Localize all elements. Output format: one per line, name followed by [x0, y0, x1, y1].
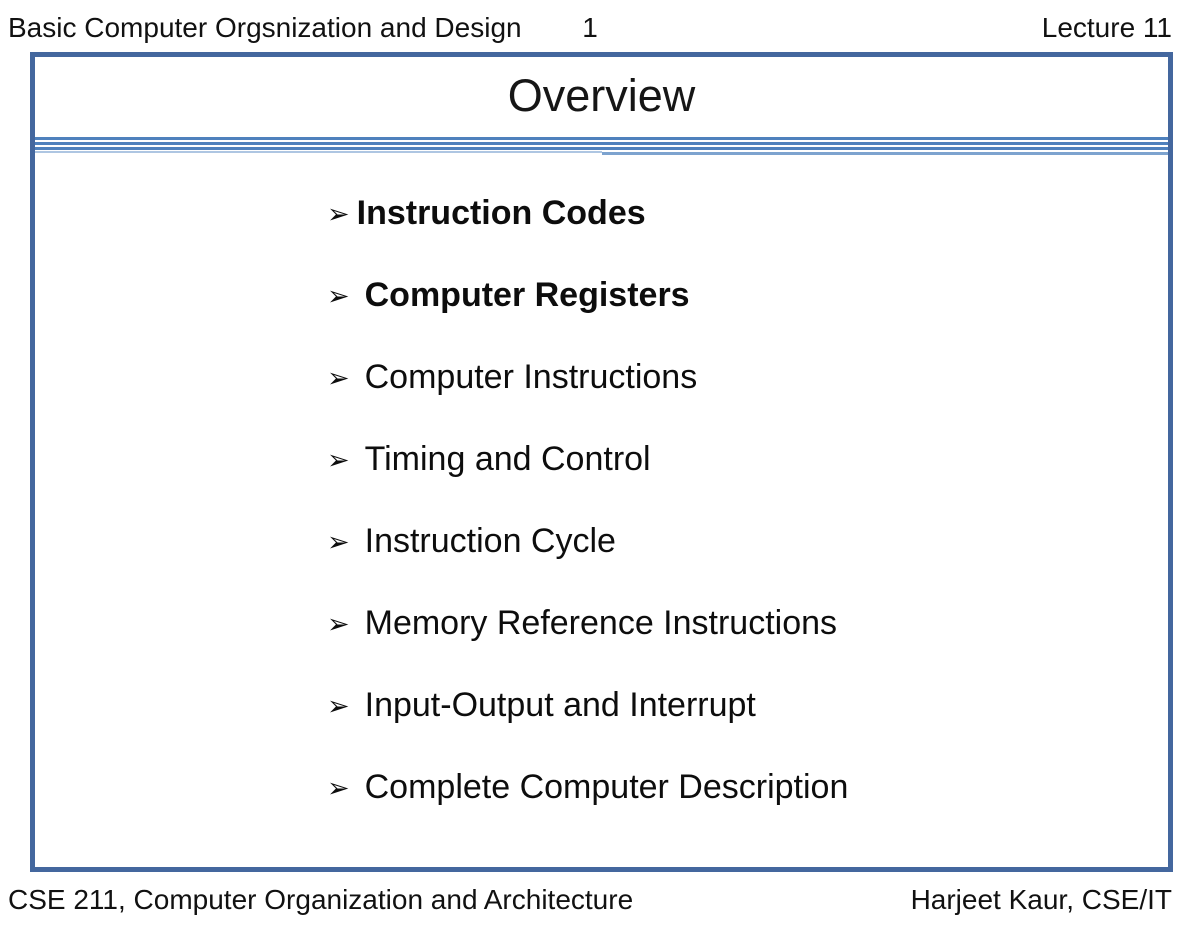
arrow-bullet-icon: ➢	[327, 199, 350, 229]
arrow-bullet-icon: ➢	[327, 609, 350, 639]
list-item: ➢ Memory Reference Instructions	[327, 606, 848, 641]
arrow-bullet-icon: ➢	[327, 527, 350, 557]
footer-author-text: Harjeet Kaur, CSE/IT	[910, 884, 1172, 915]
page-number: 1	[582, 12, 598, 43]
list-item-label: Computer Registers	[364, 276, 690, 314]
list-item-label: Timing and Control	[364, 440, 651, 478]
slide-frame: Overview ➢Instruction Codes➢Computer Reg…	[30, 52, 1173, 872]
divider-stripe-4	[35, 151, 602, 153]
title-divider	[35, 137, 1168, 157]
arrow-bullet-icon: ➢	[327, 691, 350, 721]
list-item-label: Memory Reference Instructions	[364, 604, 838, 642]
list-item-label: Input-Output and Interrupt	[364, 686, 756, 724]
slide-header: Basic Computer Orgsnization and Design 1…	[8, 12, 1172, 50]
list-item: ➢Instruction Codes	[327, 196, 848, 231]
divider-stripe-5	[602, 152, 1168, 155]
list-item-label: Computer Instructions	[364, 358, 698, 396]
course-name-text: Basic Computer Orgsnization and Design	[8, 12, 522, 43]
footer-course-text: CSE 211, Computer Organization and Archi…	[8, 884, 634, 915]
list-item-label: Instruction Cycle	[364, 522, 616, 560]
divider-stripe-3	[35, 147, 1168, 150]
slide-footer: CSE 211, Computer Organization and Archi…	[8, 884, 1172, 920]
divider-stripe-1	[35, 137, 1168, 140]
arrow-bullet-icon: ➢	[327, 281, 350, 311]
list-item: ➢ Complete Computer Description	[327, 770, 848, 805]
list-item-label: Complete Computer Description	[364, 768, 849, 806]
arrow-bullet-icon: ➢	[327, 363, 350, 393]
list-item: ➢ Input-Output and Interrupt	[327, 688, 848, 723]
bullet-list: ➢Instruction Codes➢Computer Registers➢Co…	[327, 196, 848, 805]
lecture-number: Lecture 11	[1041, 12, 1172, 43]
list-item-label: Instruction Codes	[356, 194, 646, 232]
list-item: ➢ Computer Instructions	[327, 360, 848, 395]
list-item: ➢ Timing and Control	[327, 442, 848, 477]
list-item: ➢ Computer Registers	[327, 278, 848, 313]
list-item: ➢ Instruction Cycle	[327, 524, 848, 559]
slide-title: Overview	[507, 70, 696, 121]
arrow-bullet-icon: ➢	[327, 773, 350, 803]
divider-stripe-2	[35, 142, 1168, 145]
arrow-bullet-icon: ➢	[327, 445, 350, 475]
